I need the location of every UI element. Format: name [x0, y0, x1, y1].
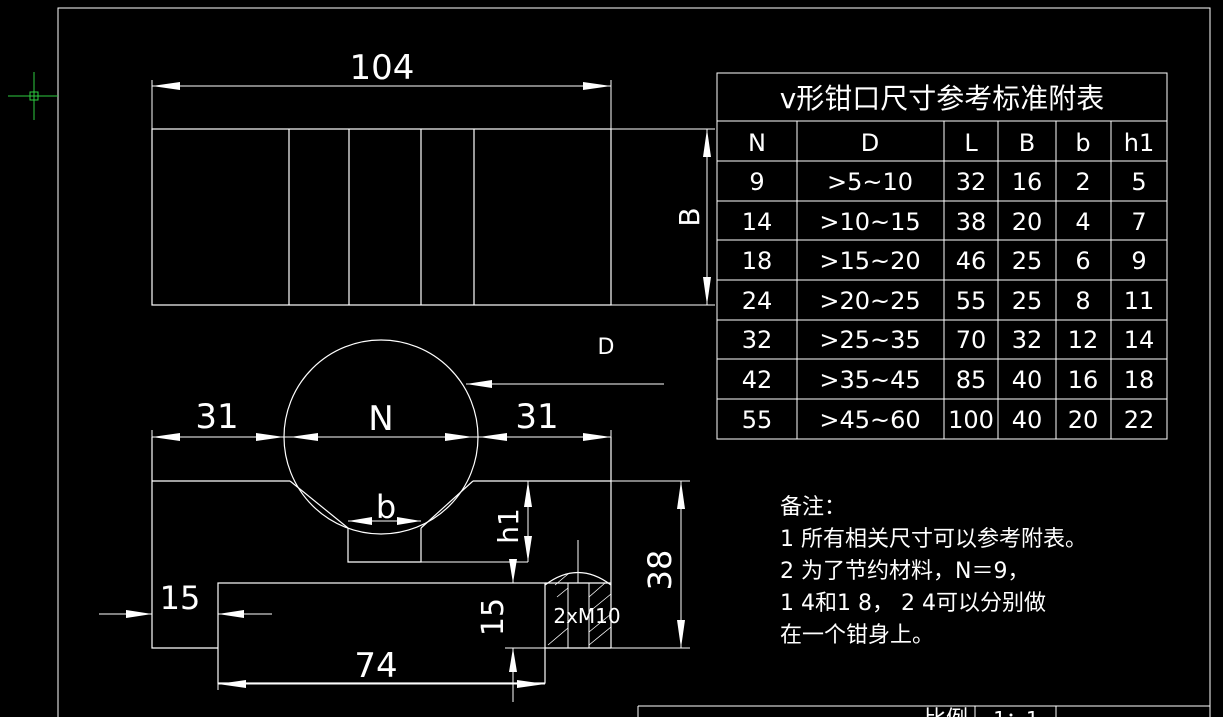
note-line: 1 所有相关尺寸可以参考附表。 — [780, 527, 1087, 552]
dim-74: 74 — [217, 646, 545, 690]
table-cell: 6 — [1075, 247, 1090, 275]
table-cell: >5~10 — [827, 168, 913, 196]
table-cell: 5 — [1131, 168, 1146, 196]
table-cell: >20~25 — [819, 287, 920, 315]
table-cell: 14 — [742, 208, 773, 236]
table-cell: 14 — [1124, 326, 1155, 354]
table-cell: 40 — [1012, 406, 1043, 434]
table-cell: 46 — [956, 247, 987, 275]
dim-label-h1: h1 — [492, 508, 525, 544]
note-line: 2 为了节约材料，N＝9， — [780, 559, 1029, 584]
notes-block: 备注： 1 所有相关尺寸可以参考附表。 2 为了节约材料，N＝9， 1 4和1 … — [780, 495, 1087, 648]
table-cell: 32 — [1012, 326, 1043, 354]
dim-15-left: 15 — [99, 579, 272, 618]
dim-label-15-inner: 15 — [476, 598, 511, 636]
table-cell: 55 — [742, 406, 773, 434]
table-header-cell: N — [748, 129, 766, 157]
table-cell: 8 — [1075, 287, 1090, 315]
crosshair-cursor-icon — [8, 72, 58, 120]
table-cell: 20 — [1068, 406, 1099, 434]
table-row: 18 >15~20 46 25 6 9 — [742, 247, 1147, 275]
table-header-row: N D L B b h1 — [748, 129, 1154, 157]
top-view — [151, 128, 715, 306]
dim-d-leader: D — [466, 335, 664, 388]
table-header-cell: b — [1075, 129, 1090, 157]
table-cell: 70 — [956, 326, 987, 354]
dim-slot-b: b — [348, 488, 421, 526]
dim-label-15-left: 15 — [160, 579, 201, 617]
dim-104: 104 — [151, 48, 612, 129]
table-cell: 4 — [1075, 208, 1090, 236]
table-cell: 24 — [742, 287, 773, 315]
table-row: 32 >25~35 70 32 12 14 — [742, 326, 1155, 354]
table-cell: 25 — [1012, 287, 1043, 315]
table-cell: 25 — [1012, 247, 1043, 275]
notes-heading: 备注： — [780, 495, 846, 520]
dim-15-inner: 15 — [476, 559, 545, 702]
table-cell: 100 — [948, 406, 994, 434]
table-cell: >45~60 — [819, 406, 920, 434]
dim-b: B — [673, 129, 711, 305]
table-cell: 9 — [1131, 247, 1146, 275]
table-cell: 32 — [742, 326, 773, 354]
table-cell: 16 — [1068, 366, 1099, 394]
table-cell: 18 — [742, 247, 773, 275]
table-cell: >35~45 — [819, 366, 920, 394]
table-cell: 55 — [956, 287, 987, 315]
dim-38: 38 — [611, 480, 690, 649]
drawing-frame — [57, 7, 1211, 717]
table-row: 55 >45~60 100 40 20 22 — [742, 406, 1155, 434]
dim-label-b-slot: b — [376, 488, 396, 526]
table-cell: 16 — [1012, 168, 1043, 196]
dim-label-b: B — [673, 207, 706, 226]
table-title: v形钳口尺寸参考标准附表 — [780, 82, 1105, 115]
table-header-cell: B — [1019, 129, 1035, 157]
dim-label-74: 74 — [354, 646, 397, 686]
table-cell: 22 — [1124, 406, 1155, 434]
table-cell: >25~35 — [819, 326, 920, 354]
threaded-hole: 2xM10 — [544, 540, 621, 648]
dim-label-31-left: 31 — [195, 397, 238, 437]
table-header-cell: h1 — [1124, 129, 1154, 157]
table-cell: 7 — [1131, 208, 1146, 236]
dim-label-d: D — [598, 335, 615, 360]
table-cell: 9 — [749, 168, 764, 196]
note-line: 1 4和1 8， 2 4可以分别做 — [780, 591, 1046, 616]
table-header-cell: D — [861, 129, 879, 157]
table-cell: 11 — [1124, 287, 1155, 315]
dim-label-n: N — [368, 399, 393, 439]
table-cell: 18 — [1124, 366, 1155, 394]
table-row: 9 >5~10 32 16 2 5 — [749, 168, 1146, 196]
dim-row-31-n-31: 31 N 31 — [151, 397, 612, 441]
dim-label-31-right: 31 — [515, 397, 558, 437]
table-cell: 42 — [742, 366, 773, 394]
table-cell: 20 — [1012, 208, 1043, 236]
table-cell: >10~15 — [819, 208, 920, 236]
table-row: 42 >35~45 85 40 16 18 — [742, 366, 1155, 394]
scale-value: 1：1 — [993, 707, 1038, 717]
thread-label: 2xM10 — [553, 604, 620, 628]
table-row: 24 >20~25 55 25 8 11 — [742, 287, 1155, 315]
table-header-cell: L — [964, 129, 978, 157]
table-cell: 38 — [956, 208, 987, 236]
dim-label-104: 104 — [350, 48, 415, 88]
table-cell: 2 — [1075, 168, 1090, 196]
table-cell: 85 — [956, 366, 987, 394]
dim-label-38: 38 — [641, 550, 679, 591]
dim-h1: h1 — [492, 481, 532, 562]
table-cell: 32 — [956, 168, 987, 196]
front-view: 2xM10 — [151, 339, 621, 684]
table-cell: 40 — [1012, 366, 1043, 394]
title-block: 比例 1：1 — [637, 705, 1210, 717]
scale-label: 比例 — [924, 707, 968, 717]
table-cell: >15~20 — [819, 247, 920, 275]
table-cell: 12 — [1068, 326, 1099, 354]
note-line: 在一个钳身上。 — [780, 623, 934, 648]
reference-table: v形钳口尺寸参考标准附表 N D L B b h1 9 >5~10 32 16 … — [716, 72, 1168, 440]
table-row: 14 >10~15 38 20 4 7 — [742, 208, 1147, 236]
